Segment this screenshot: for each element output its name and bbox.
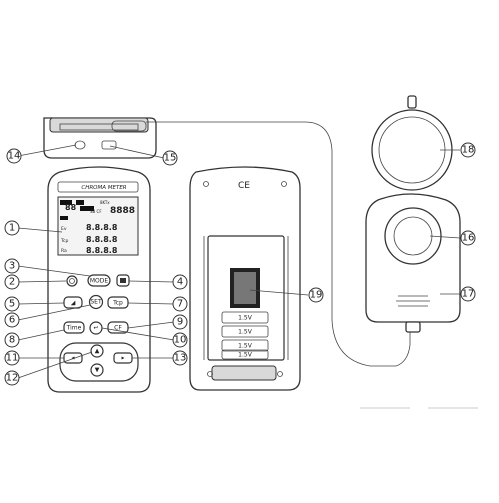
remote-sensor-head	[365, 193, 461, 333]
callout-12: 12	[4, 370, 20, 386]
lcd-row-digits-1: 8.8.8.8	[86, 223, 118, 232]
svg-text:11: 11	[6, 353, 19, 364]
callout-17: 17	[460, 286, 476, 302]
hold-icon: ◢	[71, 300, 76, 307]
callout-19: 19	[308, 287, 324, 303]
svg-text:3: 3	[9, 261, 15, 272]
svg-text:18: 18	[462, 145, 475, 156]
callout-10: 10	[172, 332, 188, 348]
lcd-side-label-tcp: Tcp	[60, 238, 68, 244]
up-button-label: ▲	[95, 348, 100, 355]
tcp-button[interactable]	[107, 296, 129, 309]
meter-back: CE 1.5V 1.5V 1.5V 1.5V	[189, 166, 301, 391]
callout-5: 5	[4, 296, 20, 312]
callout-11: 11	[4, 350, 20, 366]
lcd-side-label-ev: Ev	[61, 226, 67, 232]
callout-8: 8	[4, 332, 20, 348]
callout-18: 18	[460, 142, 476, 158]
svg-text:19: 19	[310, 290, 323, 301]
battery-1-label: 1.5V	[238, 315, 253, 322]
lcd-sbcf: SB CF	[90, 209, 102, 214]
svg-text:5: 5	[9, 299, 15, 310]
nav-pad	[59, 342, 139, 382]
mode-button[interactable]	[87, 274, 111, 287]
svg-text:9: 9	[177, 317, 183, 328]
svg-text:14: 14	[8, 151, 21, 162]
left-button-label: ◂	[71, 355, 74, 362]
time-button-label: Time	[66, 325, 82, 332]
lcd-mem-digits: 88	[65, 203, 77, 212]
battery-4-label: 1.5V	[238, 352, 253, 359]
svg-text:10: 10	[174, 335, 187, 346]
callout-3: 3	[4, 258, 20, 274]
enter-button-label: ↵	[93, 325, 98, 332]
battery-1	[221, 311, 269, 324]
callout-2: 2	[4, 274, 20, 290]
battery-4	[221, 349, 269, 360]
leader-lines	[17, 144, 461, 379]
hold-button[interactable]	[63, 296, 83, 309]
lcd-row-digits-2: 8.8.8.8	[86, 235, 118, 244]
svg-text:7: 7	[177, 299, 183, 310]
svg-text:13: 13	[174, 353, 187, 364]
connection-cable-top	[146, 121, 411, 367]
callout-13: 13	[172, 350, 188, 366]
tcp-button-label: Tcp	[112, 300, 123, 307]
svg-text:16: 16	[462, 233, 475, 244]
set-button[interactable]	[88, 294, 104, 310]
lcd-row-digits-3: 8.8.8.8	[86, 246, 118, 255]
svg-text:15: 15	[164, 153, 177, 164]
battery-compartment	[207, 235, 285, 361]
lcd-main-digits: 8888	[110, 206, 135, 216]
svg-text:6: 6	[9, 315, 15, 326]
svg-text:12: 12	[6, 373, 19, 384]
sensor-port-right	[101, 140, 117, 150]
up-button[interactable]	[90, 344, 104, 358]
svg-text:1: 1	[9, 223, 15, 234]
callout-15: 15	[162, 150, 178, 166]
set-button-label: SET	[90, 299, 102, 306]
sensor-cap	[371, 95, 453, 191]
callout-16: 16	[460, 230, 476, 246]
backlight-button[interactable]	[116, 274, 130, 287]
callout-6: 6	[4, 312, 20, 328]
power-button[interactable]	[66, 275, 78, 287]
lcd-unit-k: 8KTx	[100, 200, 110, 205]
svg-text:4: 4	[177, 277, 183, 288]
meter-front: CHROMA METER 88 8KTx SB CF 8888 Ev Tcp R…	[47, 166, 151, 393]
svg-text:2: 2	[9, 277, 15, 288]
callout-9: 9	[172, 314, 188, 330]
lcd-mode-badge	[80, 206, 94, 211]
vent-slots	[396, 295, 430, 307]
sensor-top-view	[43, 117, 157, 159]
mode-button-label: MODE	[90, 278, 109, 285]
callout-7: 7	[172, 296, 188, 312]
lcd-side-label-ra: Ra	[61, 248, 67, 254]
battery-2-label: 1.5V	[238, 329, 253, 336]
lcd-screen	[57, 196, 139, 256]
cf-button[interactable]	[107, 321, 129, 334]
battery-3-label: 1.5V	[238, 343, 253, 350]
down-button[interactable]	[90, 363, 104, 377]
battery-3	[221, 339, 269, 352]
right-button-label: ▸	[121, 355, 124, 362]
callout-1: 1	[4, 220, 20, 236]
svg-text:8: 8	[9, 335, 15, 346]
time-button[interactable]	[63, 321, 85, 334]
callout-4: 4	[172, 274, 188, 290]
cf-button-label: CF	[114, 325, 122, 332]
ce-mark: CE	[238, 181, 250, 191]
callout-14: 14	[6, 148, 22, 164]
battery-2	[221, 325, 269, 338]
svg-text:17: 17	[462, 289, 475, 300]
meter-model-label: CHROMA METER	[81, 185, 126, 191]
down-button-label: ▼	[95, 367, 100, 374]
